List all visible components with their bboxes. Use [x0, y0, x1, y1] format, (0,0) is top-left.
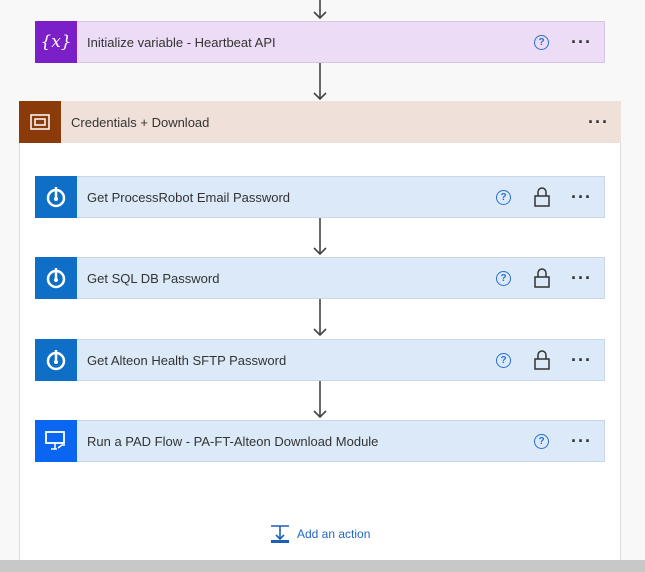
key-vault-icon — [35, 339, 77, 381]
bottom-scrollbar-area — [0, 560, 645, 572]
action-title: Get Alteon Health SFTP Password — [87, 352, 287, 368]
action-title: Run a PAD Flow - PA-FT-Alteon Download M… — [87, 433, 379, 449]
help-icon[interactable]: ? — [534, 34, 550, 50]
desktop-flow-icon — [35, 420, 77, 462]
lock-icon[interactable] — [531, 267, 553, 289]
more-options-button[interactable]: ··· — [588, 112, 609, 132]
action-title: Get SQL DB Password — [87, 270, 220, 286]
connector-arrow — [313, 381, 327, 419]
connector-arrow — [313, 299, 327, 337]
add-action-label: Add an action — [297, 527, 371, 541]
lock-icon[interactable] — [531, 349, 553, 371]
action-card[interactable]: Get Alteon Health SFTP Password ? ··· — [35, 339, 605, 381]
key-vault-icon — [35, 176, 77, 218]
more-options-button[interactable]: ··· — [571, 431, 592, 451]
add-action-icon — [271, 525, 289, 543]
help-icon[interactable]: ? — [496, 352, 512, 368]
key-vault-icon — [35, 257, 77, 299]
help-icon[interactable]: ? — [496, 189, 512, 205]
lock-icon[interactable] — [531, 186, 553, 208]
more-options-button[interactable]: ··· — [571, 268, 592, 288]
more-options-button[interactable]: ··· — [571, 187, 592, 207]
scope-title: Credentials + Download — [71, 114, 210, 130]
help-icon[interactable]: ? — [496, 270, 512, 286]
connector-arrow — [313, 218, 327, 256]
connector-arrow — [313, 0, 327, 20]
action-card-initialize-variable[interactable]: {x} Initialize variable - Heartbeat API … — [35, 21, 605, 63]
help-icon[interactable]: ? — [534, 433, 550, 449]
add-an-action-button[interactable]: Add an action — [270, 524, 370, 544]
action-card[interactable]: Get ProcessRobot Email Password ? ··· — [35, 176, 605, 218]
scope-header[interactable]: Credentials + Download ··· — [19, 101, 621, 143]
action-title: Get ProcessRobot Email Password — [87, 189, 291, 205]
connector-arrow — [313, 63, 327, 101]
action-card[interactable]: Run a PAD Flow - PA-FT-Alteon Download M… — [35, 420, 605, 462]
more-options-button[interactable]: ··· — [571, 350, 592, 370]
action-title: Initialize variable - Heartbeat API — [87, 34, 276, 50]
scope-icon — [19, 101, 61, 143]
action-card[interactable]: Get SQL DB Password ? ··· — [35, 257, 605, 299]
more-options-button[interactable]: ··· — [571, 32, 592, 52]
variable-icon: {x} — [35, 21, 77, 63]
